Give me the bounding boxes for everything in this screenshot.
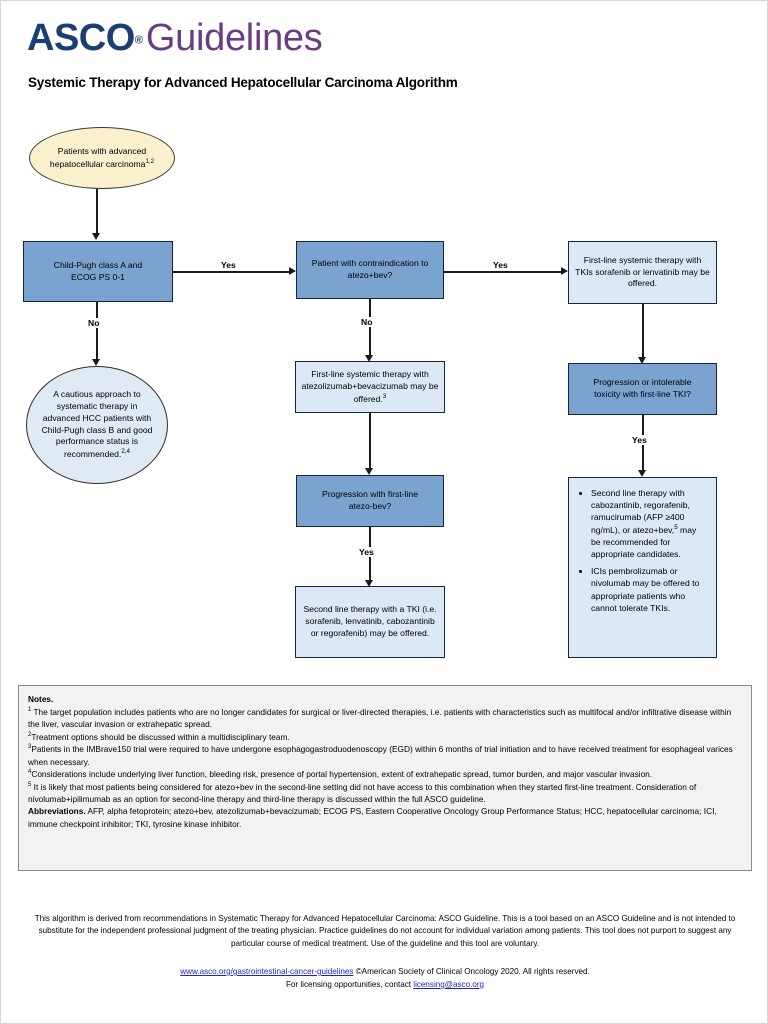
edge-label-yes-progression-atezo: Yes xyxy=(357,547,376,557)
guidelines-wordmark: Guidelines xyxy=(145,17,323,59)
node-decision-contraindication: Patient with contraindication to atezo+b… xyxy=(296,241,444,299)
asco-guidelines-url-link[interactable]: www.asco.org/gastrointestinal-cancer-gui… xyxy=(180,967,354,976)
asco-wordmark: ASCO xyxy=(27,17,135,59)
edge-label-no-child-pugh: No xyxy=(86,318,102,328)
node-progression-tki-label: Progression or intolerable toxicity with… xyxy=(593,377,692,399)
node-second-line-options: Second line therapy with cabozantinib, r… xyxy=(568,477,717,658)
licensing-prefix: For licensing opportunities, contact xyxy=(285,979,414,989)
note-ref-5: 5 xyxy=(674,523,678,531)
note-item-1: 1 The target population includes patient… xyxy=(28,707,732,730)
arrowhead-atezo-to-progression xyxy=(365,468,373,475)
asco-guidelines-logo: ASCO®Guidelines xyxy=(27,17,323,59)
node-first-line-tki: First-line systemic therapy with TKIs so… xyxy=(568,241,717,304)
node-child-pugh-label: Child-Pugh class A and ECOG PS 0-1 xyxy=(53,259,143,282)
note-marker: 3 xyxy=(28,744,32,751)
node-contraindication-label: Patient with contraindication to atezo+b… xyxy=(311,258,429,280)
node-second-line-tki: Second line therapy with a TKI (i.e. sor… xyxy=(295,586,445,658)
connector-atezo-to-progression xyxy=(369,413,371,471)
note-item-5: 5 It is likely that most patients being … xyxy=(28,781,697,804)
page-title: Systemic Therapy for Advanced Hepatocell… xyxy=(28,75,458,90)
arrowhead-progression-atezo-yes xyxy=(365,580,373,587)
node-first-line-tki-label: First-line systemic therapy with TKIs so… xyxy=(575,254,710,289)
connector-tki-to-progression xyxy=(642,304,644,360)
arrowhead-childpugh-no xyxy=(92,359,100,366)
node-first-line-atezo-label: First-line systemic therapy with atezoli… xyxy=(301,368,439,404)
node-cautious-approach: A cautious approach to systematic therap… xyxy=(26,366,168,484)
node-decision-progression-atezo: Progression with first-line atezo-bev? xyxy=(296,475,444,527)
footer-licensing-line: For licensing opportunities, contact lic… xyxy=(29,979,741,992)
second-line-options-list: Second line therapy with cabozantinib, r… xyxy=(577,487,708,614)
abbreviations-label: Abbreviations. xyxy=(28,806,86,817)
node-decision-child-pugh: Child-Pugh class A and ECOG PS 0-1 xyxy=(23,241,173,302)
footer-copyright-line: www.asco.org/gastrointestinal-cancer-gui… xyxy=(29,966,741,979)
connector-start-to-childpugh xyxy=(96,189,98,234)
note-ref-3: 3 xyxy=(382,392,387,400)
node-progression-atezo-label: Progression with first-line atezo-bev? xyxy=(322,489,418,511)
node-start-label: Patients with advanced hepatocellular ca… xyxy=(49,145,155,169)
arrowhead-start-to-childpugh xyxy=(92,233,100,240)
registered-trademark-icon: ® xyxy=(134,34,143,47)
note-ref-2-4: 2,4 xyxy=(121,448,130,456)
edge-label-yes-contraindication: Yes xyxy=(491,260,510,270)
list-item: Second line therapy with cabozantinib, r… xyxy=(591,487,708,560)
connector-contraindication-yes xyxy=(444,271,564,273)
disclaimer-text: This algorithm is derived from recommend… xyxy=(34,914,736,948)
node-first-line-atezolizumab: First-line systemic therapy with atezoli… xyxy=(295,361,445,413)
notes-title: Notes. xyxy=(28,694,54,704)
notes-panel: Notes. 1 The target population includes … xyxy=(18,685,752,871)
node-cautious-label: A cautious approach to systematic therap… xyxy=(41,388,153,460)
licensing-email-link[interactable]: licensing@asco.org xyxy=(413,979,485,989)
arrowhead-progression-tki-yes xyxy=(638,470,646,477)
footer-links: www.asco.org/gastrointestinal-cancer-gui… xyxy=(29,966,741,992)
note-ref-1-2: 1,2 xyxy=(145,157,155,165)
connector-contraindication-no xyxy=(369,299,371,358)
note-marker: 5 xyxy=(28,782,32,788)
arrowhead-childpugh-yes xyxy=(289,267,296,275)
note-marker: 4 xyxy=(28,769,32,776)
node-decision-progression-tki: Progression or intolerable toxicity with… xyxy=(568,363,717,415)
abbreviations-line: Abbreviations. AFP, alpha fetoprotein; a… xyxy=(28,806,717,829)
node-start-population: Patients with advanced hepatocellular ca… xyxy=(29,127,175,189)
node-second-line-tki-label: Second line therapy with a TKI (i.e. sor… xyxy=(303,604,437,638)
note-item-4: 4Considerations include underlying liver… xyxy=(28,769,653,780)
arrowhead-tki-to-progression xyxy=(638,357,646,364)
connector-childpugh-no xyxy=(96,302,98,362)
note-marker: 1 xyxy=(28,707,32,714)
note-item-2: 2Treatment options should be discussed w… xyxy=(28,731,290,742)
arrowhead-contraindication-yes xyxy=(561,267,568,275)
copyright-text: ©American Society of Clinical Oncology 2… xyxy=(353,967,590,976)
arrowhead-contraindication-no xyxy=(365,355,373,362)
connector-childpugh-yes xyxy=(173,271,291,273)
edge-label-no-contraindication: No xyxy=(359,317,375,327)
note-item-3: 3Patients in the IMBrave150 trial were r… xyxy=(28,744,733,767)
note-marker: 2 xyxy=(28,732,32,739)
edge-label-yes-child-pugh: Yes xyxy=(219,260,238,270)
edge-label-yes-progression-tki: Yes xyxy=(630,435,649,445)
list-item: ICIs pembrolizumab or nivolumab may be o… xyxy=(591,565,708,614)
